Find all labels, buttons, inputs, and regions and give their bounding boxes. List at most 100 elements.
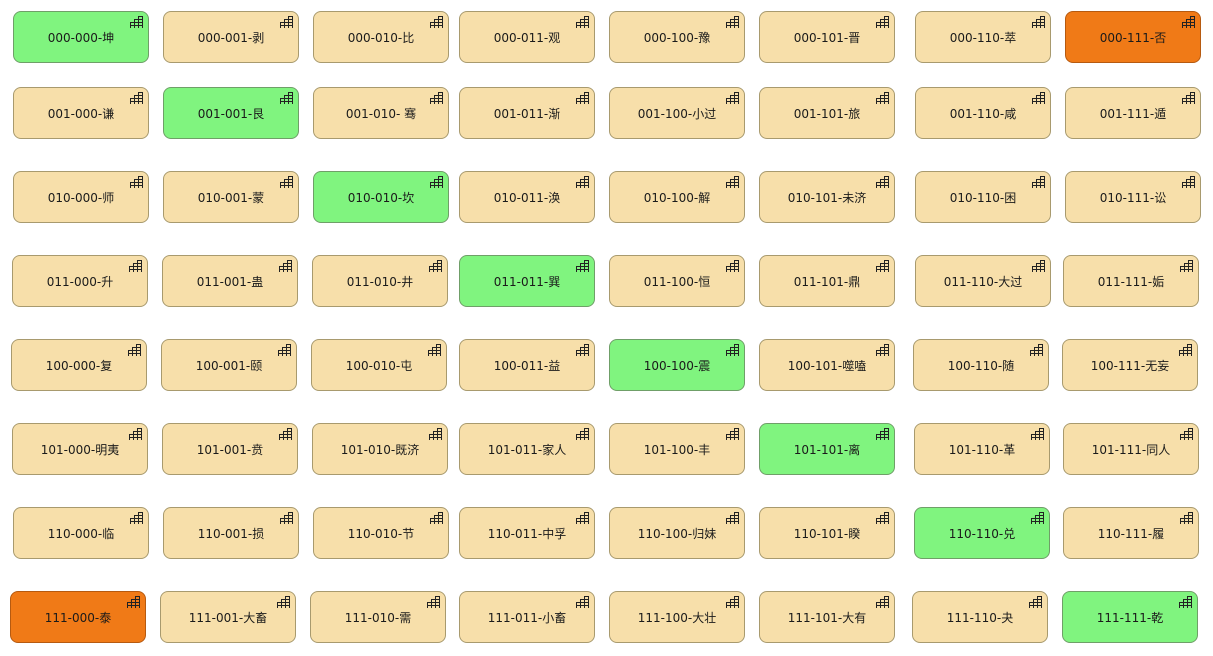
- hexagram-label: 100-110-随: [947, 358, 1015, 373]
- hexagram-label: 011-100-恒: [643, 274, 711, 289]
- hexagram-node[interactable]: 010-111-讼: [1065, 171, 1201, 223]
- hexagram-node[interactable]: 011-010-井: [312, 255, 448, 307]
- hexagram-label: 010-000-师: [47, 190, 115, 205]
- hexagram-label: 110-100-归妹: [637, 526, 717, 541]
- hexagram-label: 011-111-姤: [1097, 274, 1165, 289]
- stair-grid-icon: [876, 92, 889, 104]
- hexagram-node[interactable]: 110-100-归妹: [609, 507, 745, 559]
- hexagram-node[interactable]: 101-001-贲: [162, 423, 298, 475]
- hexagram-node[interactable]: 011-001-蛊: [162, 255, 298, 307]
- hexagram-node[interactable]: 100-100-震: [609, 339, 745, 391]
- hexagram-node[interactable]: 100-000-复: [11, 339, 147, 391]
- hexagram-node[interactable]: 111-101-大有: [759, 591, 895, 643]
- stair-grid-icon: [1030, 344, 1043, 356]
- hexagram-node[interactable]: 011-110-大过: [915, 255, 1051, 307]
- hexagram-node[interactable]: 110-000-临: [13, 507, 149, 559]
- stair-grid-icon: [1180, 260, 1193, 272]
- hexagram-label: 111-010-需: [344, 610, 412, 625]
- hexagram-label: 000-000-坤: [47, 30, 115, 45]
- stair-grid-icon: [429, 428, 442, 440]
- hexagram-node[interactable]: 111-011-小畜: [459, 591, 595, 643]
- hexagram-node[interactable]: 101-111-同人: [1063, 423, 1199, 475]
- hexagram-node[interactable]: 101-000-明夷: [12, 423, 148, 475]
- hexagram-node[interactable]: 111-111-乾: [1062, 591, 1198, 643]
- hexagram-node[interactable]: 000-011-观: [459, 11, 595, 63]
- hexagram-node[interactable]: 101-110-革: [914, 423, 1050, 475]
- hexagram-node[interactable]: 011-111-姤: [1063, 255, 1199, 307]
- hexagram-node[interactable]: 101-101-离: [759, 423, 895, 475]
- hexagram-node[interactable]: 110-101-睽: [759, 507, 895, 559]
- hexagram-node[interactable]: 010-100-解: [609, 171, 745, 223]
- stair-grid-icon: [1179, 596, 1192, 608]
- hexagram-node[interactable]: 110-011-中孚: [459, 507, 595, 559]
- stair-grid-icon: [576, 344, 589, 356]
- hexagram-node[interactable]: 101-011-家人: [459, 423, 595, 475]
- stair-grid-icon: [1032, 176, 1045, 188]
- hexagram-node[interactable]: 001-100-小过: [609, 87, 745, 139]
- hexagram-node[interactable]: 000-111-否: [1065, 11, 1201, 63]
- hexagram-label: 000-110-萃: [949, 30, 1017, 45]
- hexagram-node[interactable]: 011-011-巽: [459, 255, 595, 307]
- hexagram-node[interactable]: 110-110-兑: [914, 507, 1050, 559]
- stair-grid-icon: [1031, 512, 1044, 524]
- hexagram-label: 110-000-临: [47, 526, 115, 541]
- hexagram-node[interactable]: 011-100-恒: [609, 255, 745, 307]
- hexagram-node[interactable]: 000-100-豫: [609, 11, 745, 63]
- hexagram-node[interactable]: 010-001-蒙: [163, 171, 299, 223]
- stair-grid-icon: [726, 16, 739, 28]
- hexagram-node[interactable]: 110-001-损: [163, 507, 299, 559]
- hexagram-node[interactable]: 001-110-咸: [915, 87, 1051, 139]
- hexagram-node[interactable]: 100-011-益: [459, 339, 595, 391]
- hexagram-node[interactable]: 000-110-萃: [915, 11, 1051, 63]
- hexagram-node[interactable]: 111-000-泰: [10, 591, 146, 643]
- stair-grid-icon: [1029, 596, 1042, 608]
- hexagram-node[interactable]: 010-110-困: [915, 171, 1051, 223]
- hexagram-node[interactable]: 000-101-晋: [759, 11, 895, 63]
- hexagram-node[interactable]: 110-111-履: [1063, 507, 1199, 559]
- hexagram-node[interactable]: 010-101-未济: [759, 171, 895, 223]
- stair-grid-icon: [127, 596, 140, 608]
- hexagram-label: 011-000-升: [46, 274, 114, 289]
- hexagram-node[interactable]: 100-111-无妄: [1062, 339, 1198, 391]
- stair-grid-icon: [130, 16, 143, 28]
- hexagram-label: 001-111-遁: [1099, 106, 1167, 121]
- stair-grid-icon: [1180, 428, 1193, 440]
- hexagram-node[interactable]: 000-001-剥: [163, 11, 299, 63]
- hexagram-node[interactable]: 001-000-谦: [13, 87, 149, 139]
- hexagram-label: 011-101-鼎: [793, 274, 861, 289]
- hexagram-node[interactable]: 010-011-涣: [459, 171, 595, 223]
- hexagram-node[interactable]: 011-101-鼎: [759, 255, 895, 307]
- hexagram-node[interactable]: 001-010- 骞: [313, 87, 449, 139]
- hexagram-node[interactable]: 000-010-比: [313, 11, 449, 63]
- hexagram-node[interactable]: 001-001-艮: [163, 87, 299, 139]
- hexagram-node[interactable]: 101-010-既济: [312, 423, 448, 475]
- stair-grid-icon: [576, 92, 589, 104]
- hexagram-node[interactable]: 100-101-噬嗑: [759, 339, 895, 391]
- hexagram-node[interactable]: 111-100-大壮: [609, 591, 745, 643]
- stair-grid-icon: [1180, 512, 1193, 524]
- hexagram-node[interactable]: 100-110-随: [913, 339, 1049, 391]
- hexagram-node[interactable]: 101-100-丰: [609, 423, 745, 475]
- stair-grid-icon: [726, 260, 739, 272]
- hexagram-node[interactable]: 001-101-旅: [759, 87, 895, 139]
- stair-grid-icon: [876, 428, 889, 440]
- hexagram-node[interactable]: 110-010-节: [313, 507, 449, 559]
- hexagram-label: 011-011-巽: [493, 274, 561, 289]
- hexagram-node[interactable]: 010-000-师: [13, 171, 149, 223]
- hexagram-label: 100-011-益: [493, 358, 561, 373]
- hexagram-node[interactable]: 011-000-升: [12, 255, 148, 307]
- stair-grid-icon: [277, 596, 290, 608]
- hexagram-label: 101-001-贲: [196, 442, 264, 457]
- hexagram-node[interactable]: 111-010-需: [310, 591, 446, 643]
- hexagram-node[interactable]: 100-010-屯: [311, 339, 447, 391]
- hexagram-node[interactable]: 000-000-坤: [13, 11, 149, 63]
- hexagram-node[interactable]: 001-111-遁: [1065, 87, 1201, 139]
- stair-grid-icon: [576, 428, 589, 440]
- hexagram-node[interactable]: 100-001-颐: [161, 339, 297, 391]
- hexagram-node[interactable]: 111-001-大畜: [160, 591, 296, 643]
- hexagram-node[interactable]: 111-110-夬: [912, 591, 1048, 643]
- hexagram-node[interactable]: 010-010-坎: [313, 171, 449, 223]
- hexagram-node[interactable]: 001-011-渐: [459, 87, 595, 139]
- hexagram-label: 000-011-观: [493, 30, 561, 45]
- stair-grid-icon: [130, 512, 143, 524]
